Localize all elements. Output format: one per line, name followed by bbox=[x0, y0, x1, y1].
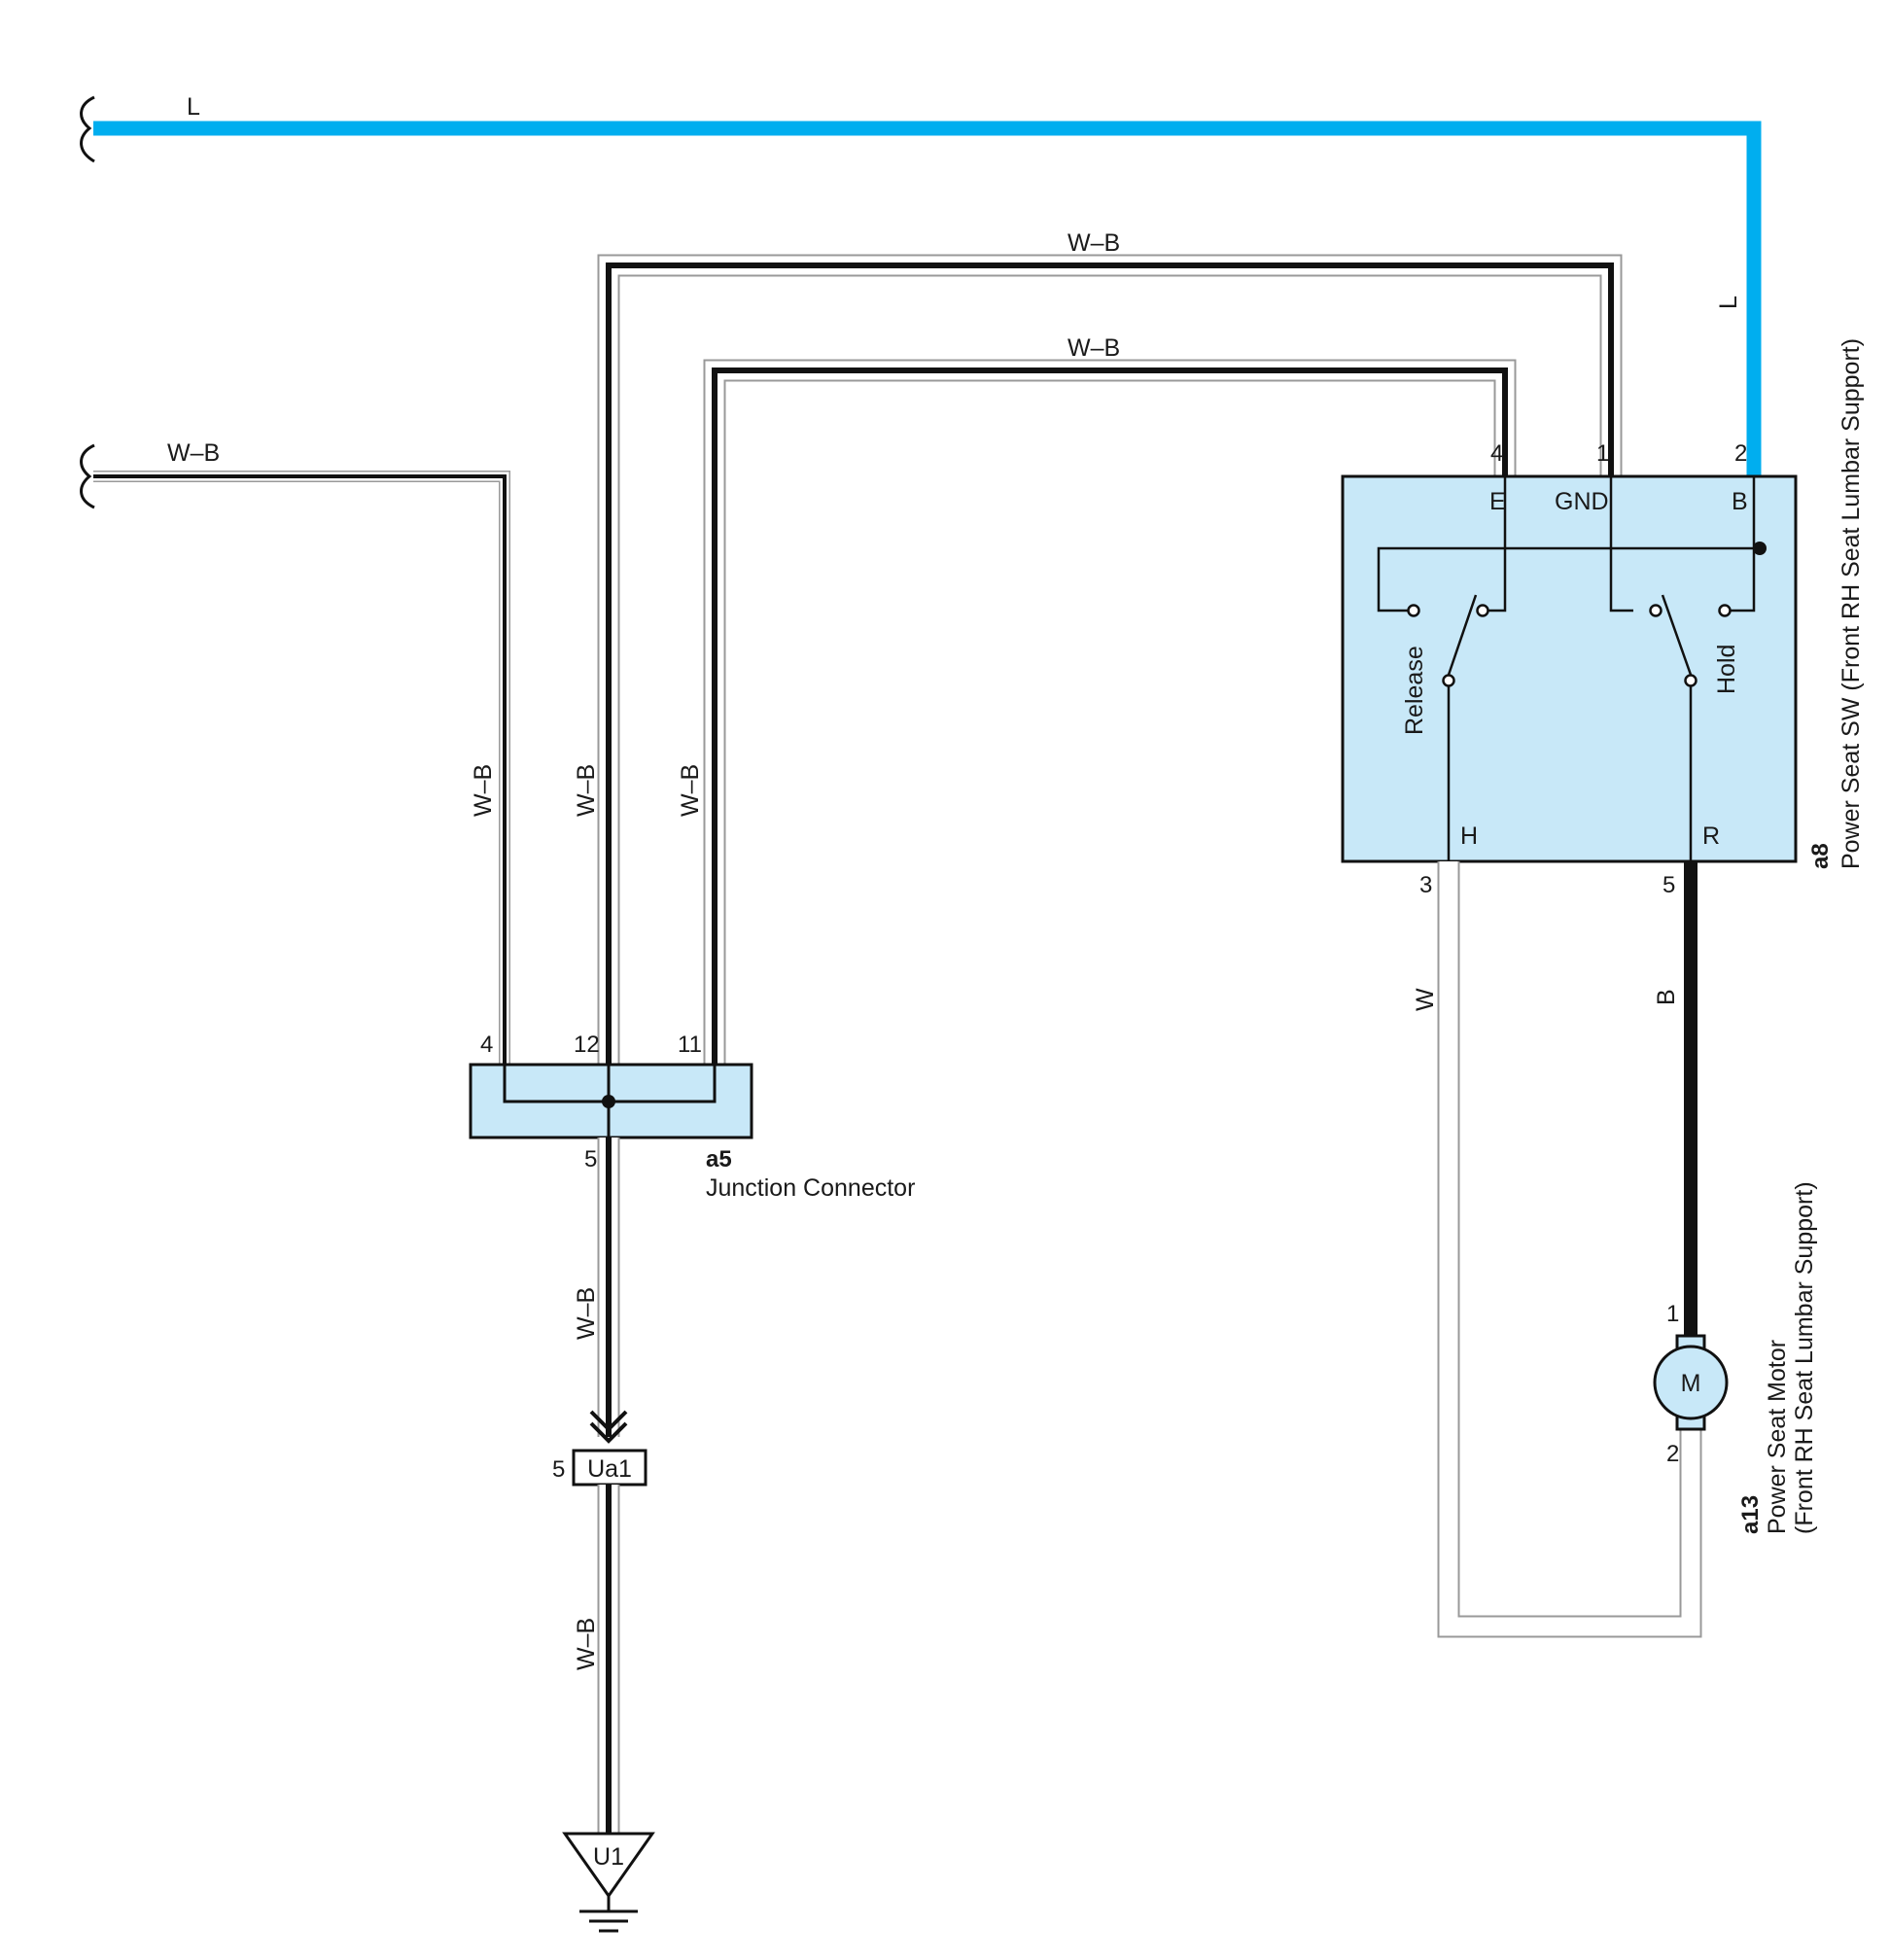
switch-terminal-e: E bbox=[1489, 488, 1506, 515]
wire-label-b: B bbox=[1653, 989, 1680, 1005]
switch-pin-4: 4 bbox=[1490, 440, 1503, 467]
wire-label-down-u1: W–B bbox=[573, 1618, 600, 1670]
motor-pin-1: 1 bbox=[1666, 1301, 1679, 1327]
wire-label-vertical-right: W–B bbox=[677, 764, 704, 817]
junction-connector-a5 bbox=[469, 1063, 753, 1139]
wire-label-vertical-left: W–B bbox=[470, 764, 497, 817]
switch-terminal-gnd: GND bbox=[1555, 488, 1609, 515]
switch-terminal-b: B bbox=[1732, 488, 1748, 515]
motor-pin-2: 2 bbox=[1666, 1441, 1679, 1467]
wire-wb-left-input bbox=[93, 471, 510, 1065]
wire-l-blue bbox=[93, 121, 1762, 476]
switch-contact-hold: Hold bbox=[1713, 645, 1740, 694]
switch-terminal-r: R bbox=[1702, 822, 1720, 850]
switch-pin-3: 3 bbox=[1419, 872, 1432, 898]
junction-id: a5 bbox=[706, 1146, 732, 1172]
switch-pin-1: 1 bbox=[1596, 440, 1609, 467]
motor-symbol: M bbox=[1681, 1370, 1701, 1397]
connector-ua1-pin: 5 bbox=[552, 1456, 565, 1483]
junction-pin-11: 11 bbox=[678, 1032, 702, 1058]
wire-label-left-wb: W–B bbox=[167, 439, 220, 467]
wire-label-top-inner: W–B bbox=[1068, 334, 1120, 362]
wire-label-w: W bbox=[1412, 988, 1439, 1011]
wire-label-down-ua1: W–B bbox=[573, 1287, 600, 1340]
motor-id: a13 bbox=[1737, 1495, 1764, 1534]
switch-pin-2: 2 bbox=[1734, 440, 1747, 467]
ground-label: U1 bbox=[593, 1843, 624, 1871]
wire-label-right-l: L bbox=[1715, 296, 1742, 309]
switch-id: a8 bbox=[1807, 843, 1834, 869]
motor-icon bbox=[1653, 1334, 1729, 1431]
wire-label-vertical-mid: W–B bbox=[573, 764, 600, 817]
break-mark-top bbox=[80, 95, 95, 163]
hold-switch-icon bbox=[1649, 594, 1732, 861]
switch-pin-5: 5 bbox=[1662, 872, 1675, 898]
switch-contact-release: Release bbox=[1401, 646, 1428, 735]
switch-terminal-h: H bbox=[1460, 822, 1478, 850]
switch-name: Power Seat SW (Front RH Seat Lumbar Supp… bbox=[1838, 338, 1865, 869]
wire-wb-top-inner bbox=[703, 359, 1517, 1065]
junction-name: Junction Connector bbox=[706, 1174, 915, 1202]
motor-name-line1: Power Seat Motor bbox=[1764, 1340, 1791, 1534]
motor-name-line2: (Front RH Seat Lumbar Support) bbox=[1791, 1181, 1818, 1534]
junction-pin-5: 5 bbox=[584, 1146, 597, 1172]
wire-label-top-l: L bbox=[187, 93, 200, 121]
release-switch-icon bbox=[1407, 594, 1489, 861]
connector-arrow-icon bbox=[589, 1410, 628, 1444]
wire-w-return bbox=[1437, 861, 1702, 1638]
junction-pin-12: 12 bbox=[574, 1032, 600, 1058]
wire-wb-top-outer bbox=[597, 254, 1623, 1065]
power-seat-switch-a8 bbox=[1341, 474, 1798, 863]
break-mark-left bbox=[80, 443, 95, 509]
junction-pin-4: 4 bbox=[480, 1032, 493, 1058]
wire-label-top-outer: W–B bbox=[1068, 229, 1120, 257]
ground-icon bbox=[562, 1832, 655, 1933]
connector-ua1-label: Ua1 bbox=[587, 1455, 632, 1483]
